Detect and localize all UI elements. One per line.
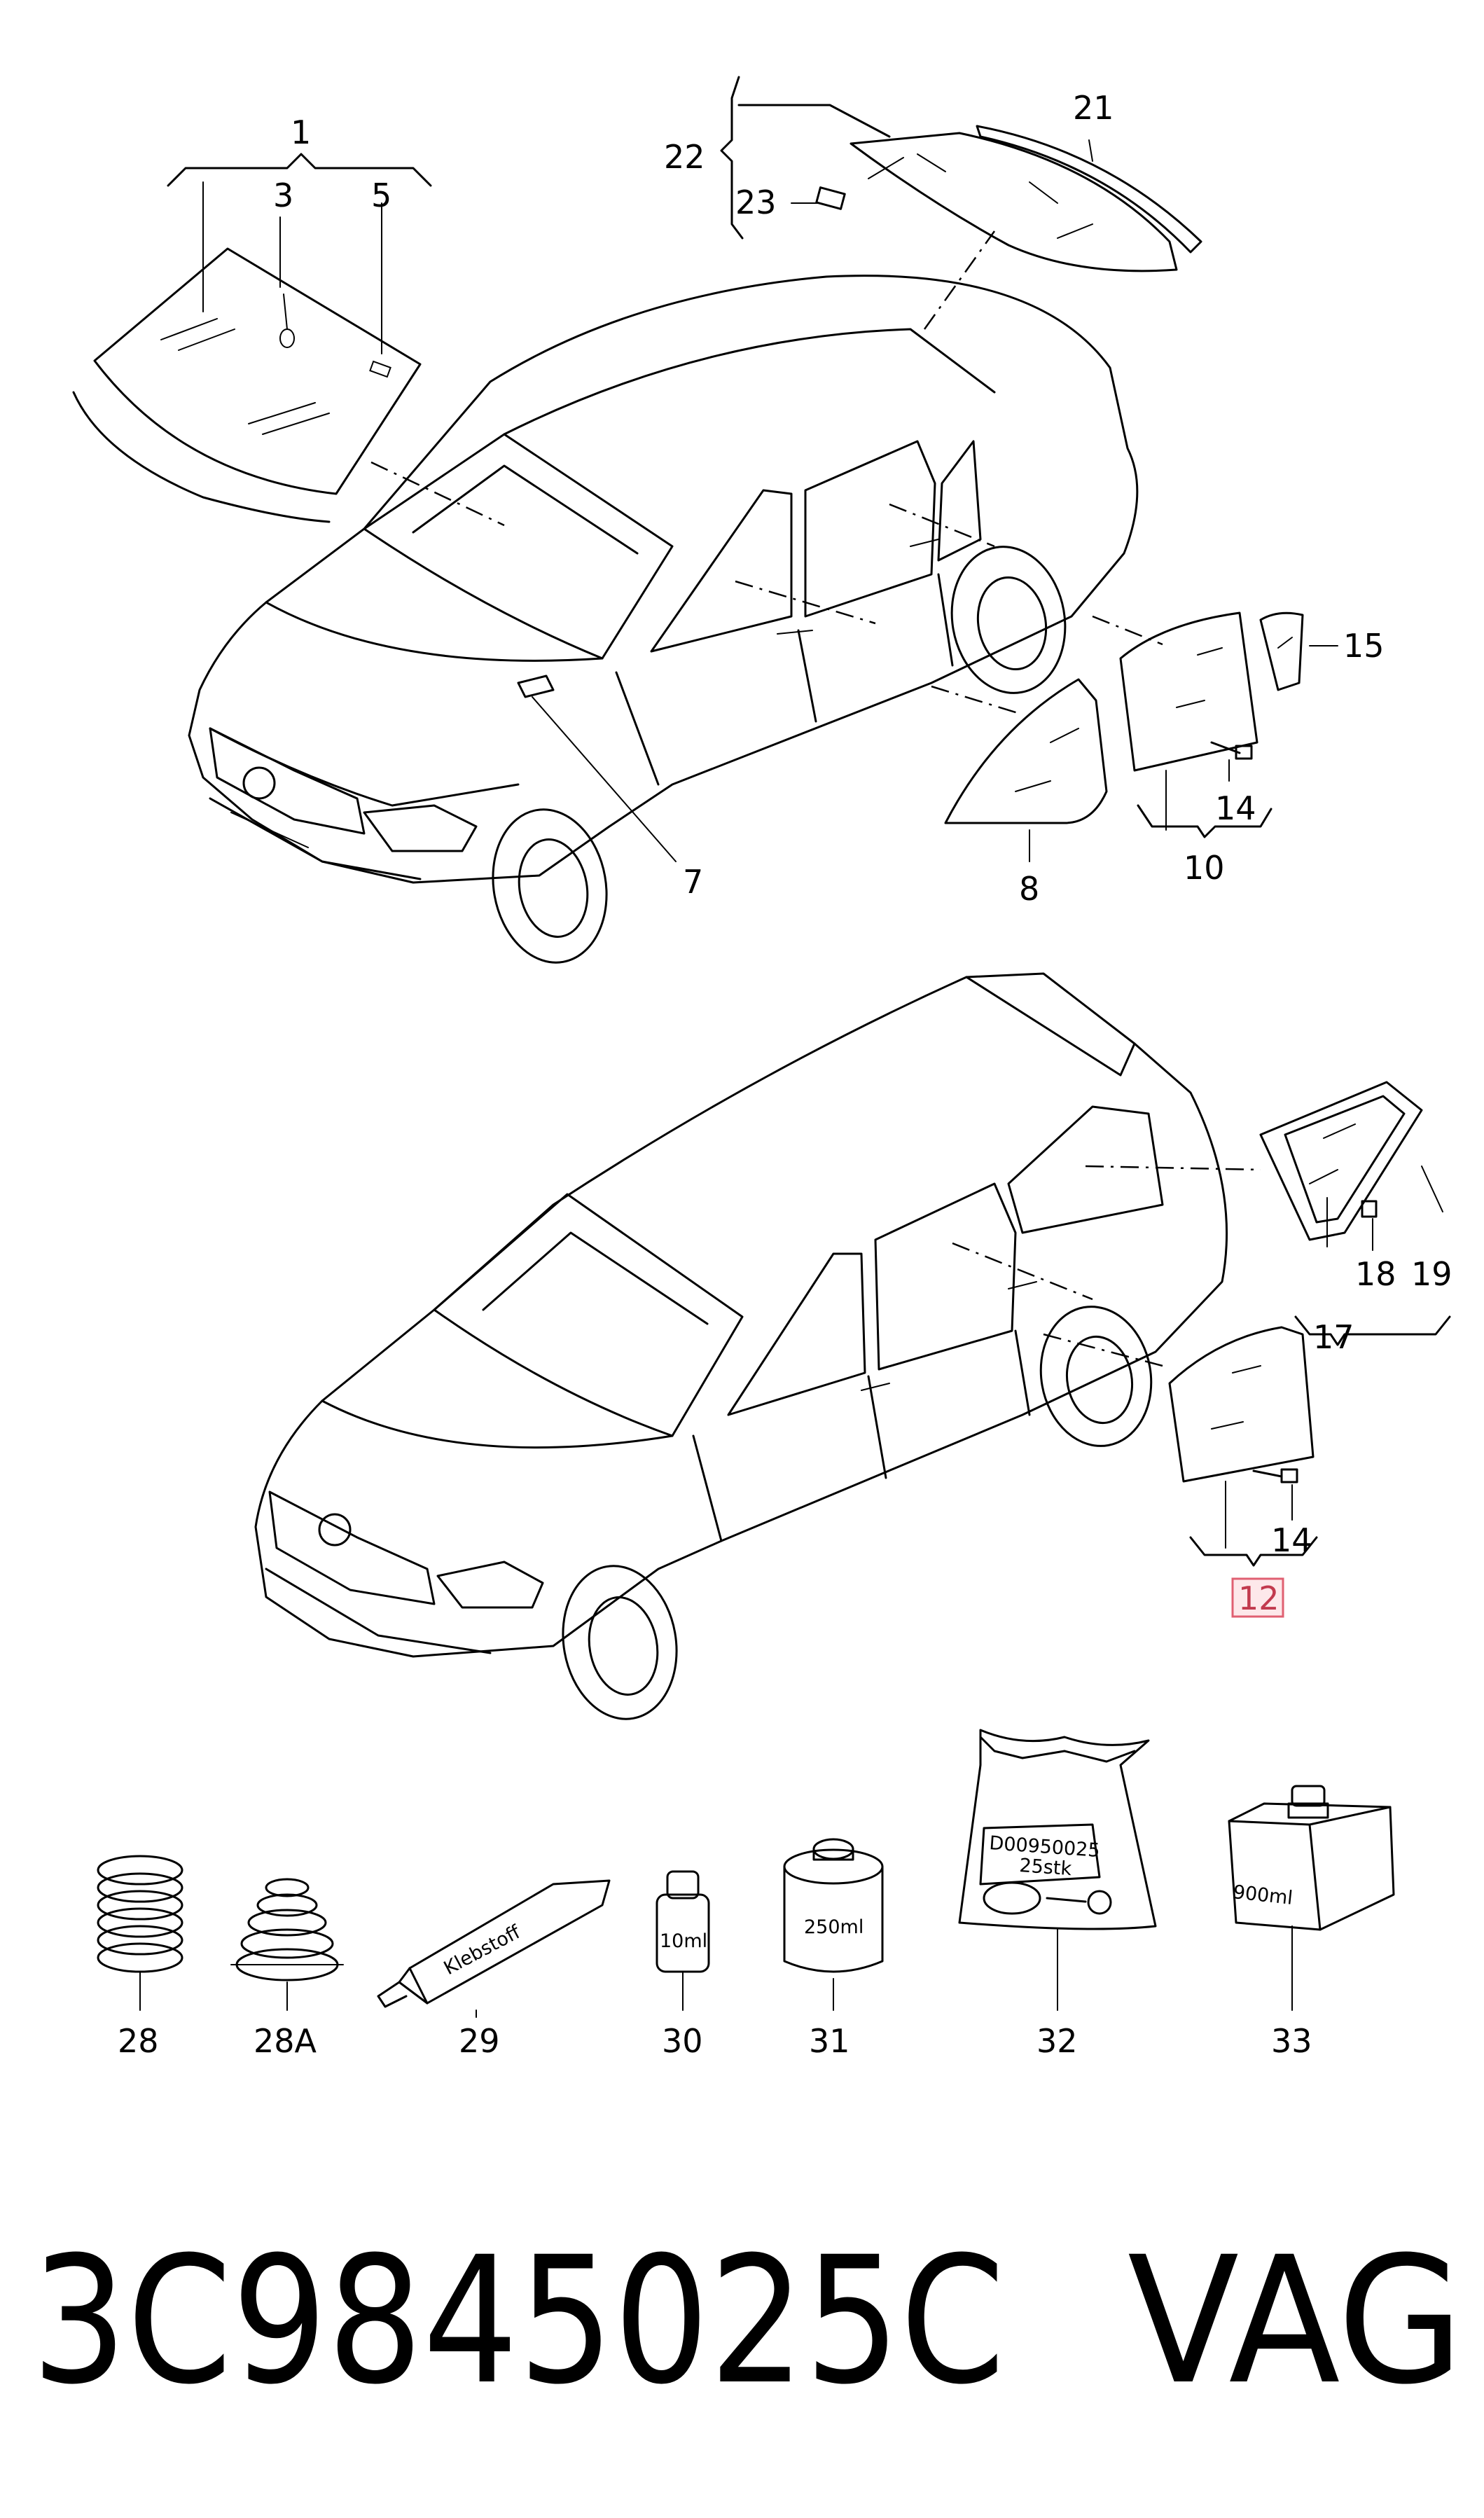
part-label-31: 31 [809, 2022, 850, 2060]
part-label-10: 10 [1184, 849, 1225, 887]
bag-qty-label: 25stk [1019, 1855, 1073, 1880]
part-label-28: 28 [118, 2022, 159, 2060]
small-bottle-icon: 10ml [656, 1870, 710, 2011]
consumables-row: Klebstoff 10ml 250ml D00950025 25stk [97, 1729, 1395, 2018]
part-label-28A: 28A [254, 2022, 317, 2060]
part-label-23: 23 [735, 184, 777, 221]
part-label-15: 15 [1343, 627, 1385, 665]
windshield-glass-part [72, 247, 422, 523]
adhesive-tube-icon: Klebstoff [377, 1879, 611, 2018]
bottle-label: 10ml [660, 1930, 707, 1952]
part-label-14-bottom: 14 [1271, 1521, 1312, 1559]
part-label-3: 3 [273, 177, 293, 214]
can-label: 250ml [804, 1916, 864, 1938]
part-label-14-top: 14 [1215, 789, 1256, 827]
part-label-18: 18 [1355, 1255, 1396, 1293]
rear-quarter-glass-part [1259, 1081, 1423, 1241]
jug-label: 900ml [1232, 1881, 1294, 1909]
part-label-22: 22 [664, 138, 705, 176]
estate-illustration [254, 972, 1228, 1720]
part-label-32: 32 [1036, 2022, 1078, 2060]
part-label-29: 29 [459, 2022, 500, 2060]
rear-window-glass-part [815, 125, 1202, 330]
part-label-8: 8 [1019, 870, 1039, 908]
cleaner-jug-icon: 900ml [1228, 1785, 1395, 2011]
part-label-1: 1 [291, 113, 311, 151]
parts-bag-icon: D00950025 25stk [958, 1729, 1157, 2011]
seal-coil-icon [97, 1855, 183, 2011]
part-label-21: 21 [1073, 89, 1114, 127]
part-label-12: 12 [1238, 1579, 1280, 1617]
part-label-19: 19 [1411, 1255, 1452, 1293]
rear-door-glass-part [1119, 611, 1304, 772]
part-label-30: 30 [662, 2022, 703, 2060]
seal-cone-icon [230, 1878, 344, 2011]
primer-can-icon: 250ml [783, 1838, 884, 2011]
front-door-glass-part [944, 678, 1108, 824]
part-number-labels: 1 3 5 7 8 10 14 15 21 22 23 17 18 19 14 … [118, 89, 1452, 2060]
footer-brand: VAG [1128, 2219, 1464, 2423]
footer-part-number: 3C9845025C [32, 2219, 1005, 2423]
part-label-5: 5 [371, 177, 391, 214]
estate-rear-door-glass-part [1168, 1326, 1315, 1483]
highlight-box-part-12 [1231, 1577, 1284, 1618]
sedan-illustration [188, 275, 1139, 964]
tube-label: Klebstoff [441, 1921, 525, 1979]
part-label-7: 7 [683, 863, 703, 901]
part-label-33: 33 [1271, 2022, 1312, 2060]
part-label-17: 17 [1313, 1318, 1354, 1356]
